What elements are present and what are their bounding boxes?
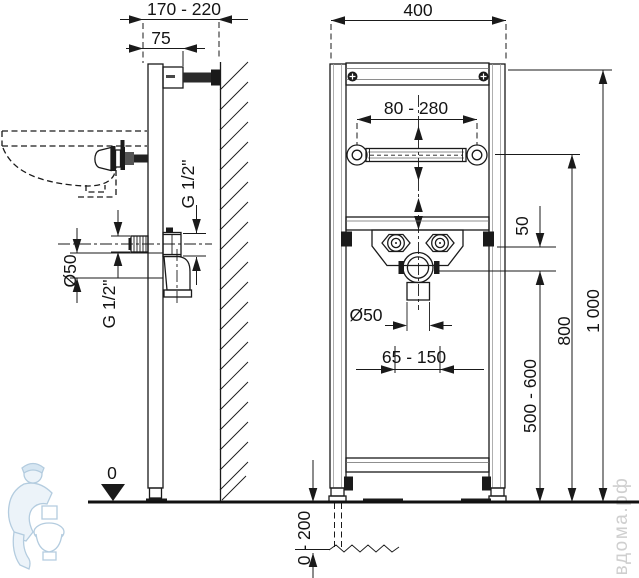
dim-leg-adjust-range: 0 - 200 xyxy=(294,460,330,578)
dim-bracket-depth-label: 75 xyxy=(151,28,170,48)
adjustable-feet xyxy=(328,476,507,503)
dim-frame-width-label: 400 xyxy=(403,0,432,20)
dim-depth-range: 170 - 220 xyxy=(120,0,248,63)
dim-drain-diameter-side-label: Ø50 xyxy=(60,254,80,287)
frame-right-profile xyxy=(488,63,506,489)
drain-socket xyxy=(398,251,440,301)
dim-drain-height-range: 500 - 600 xyxy=(520,271,545,502)
watermark-site-text: вдома.рф xyxy=(611,477,632,576)
dim-supply-to-drain-offset: 50 xyxy=(512,206,545,247)
dim-frame-height-label: 1 000 xyxy=(583,289,603,333)
bottom-crossbar xyxy=(345,457,490,473)
water-connection-left xyxy=(381,233,411,253)
basin-mounting-rail xyxy=(346,144,488,166)
dim-bracket-depth: 75 xyxy=(126,28,205,66)
dim-wall-thread-label: G 1/2" xyxy=(178,159,198,208)
dim-leg-adjust-range-label: 0 - 200 xyxy=(294,510,314,565)
dim-drain-pipe-diameter-label: Ø50 xyxy=(349,305,382,325)
dim-drain-diameter-side: Ø50 xyxy=(60,228,163,303)
dim-drain-height-range-label: 500 - 600 xyxy=(520,359,540,433)
dim-rail-height: 800 xyxy=(554,154,577,502)
drain-elbow-side xyxy=(163,249,193,303)
frame-column-side xyxy=(146,63,167,502)
floor-datum-marker: 0 xyxy=(101,463,125,501)
right-extension-lines xyxy=(434,69,612,272)
front-view: 400 80 - 280 Ø50 65 - 150 xyxy=(294,0,612,578)
watermark-plumber-logo xyxy=(7,462,65,570)
foot-extension-dashed xyxy=(328,503,400,553)
fixing-screw-left xyxy=(347,71,358,82)
supply-fitting-side xyxy=(128,227,182,258)
dim-depth-range-label: 170 - 220 xyxy=(147,0,221,19)
tap-bracket xyxy=(371,229,464,267)
frame-left-profile xyxy=(329,63,347,489)
dim-basin-mount-range-label: 80 - 280 xyxy=(384,98,448,118)
dim-frame-height: 1 000 xyxy=(583,70,608,502)
dim-frame-width: 400 xyxy=(330,0,507,62)
water-connection-right xyxy=(425,233,455,253)
dim-basin-mount-range: 80 - 280 xyxy=(356,98,478,145)
dim-wall-thread: G 1/2" xyxy=(178,159,206,285)
dim-supply-spacing-range-label: 65 - 150 xyxy=(382,347,446,367)
washbasin-outline xyxy=(1,130,147,198)
basin-anchor-bolt xyxy=(94,140,148,172)
floor-datum-label: 0 xyxy=(107,463,117,483)
wall-hatching xyxy=(219,61,249,501)
dim-front-thread-label: G 1/2" xyxy=(99,279,119,328)
vertical-centerline xyxy=(414,95,423,310)
wall-section xyxy=(219,61,249,502)
side-view: 170 - 220 75 G 1/2" G 1/2" Ø50 xyxy=(1,0,249,502)
dim-supply-to-drain-offset-label: 50 xyxy=(512,216,532,236)
dim-front-thread: G 1/2" xyxy=(99,210,130,329)
dim-supply-spacing-range: 65 - 150 xyxy=(356,346,484,374)
upper-wall-bracket xyxy=(162,66,220,89)
fixing-screw-right xyxy=(478,71,489,82)
dim-drain-pipe-diameter: Ø50 xyxy=(349,302,452,331)
top-crossbar xyxy=(345,62,490,86)
dim-rail-height-label: 800 xyxy=(554,316,574,345)
